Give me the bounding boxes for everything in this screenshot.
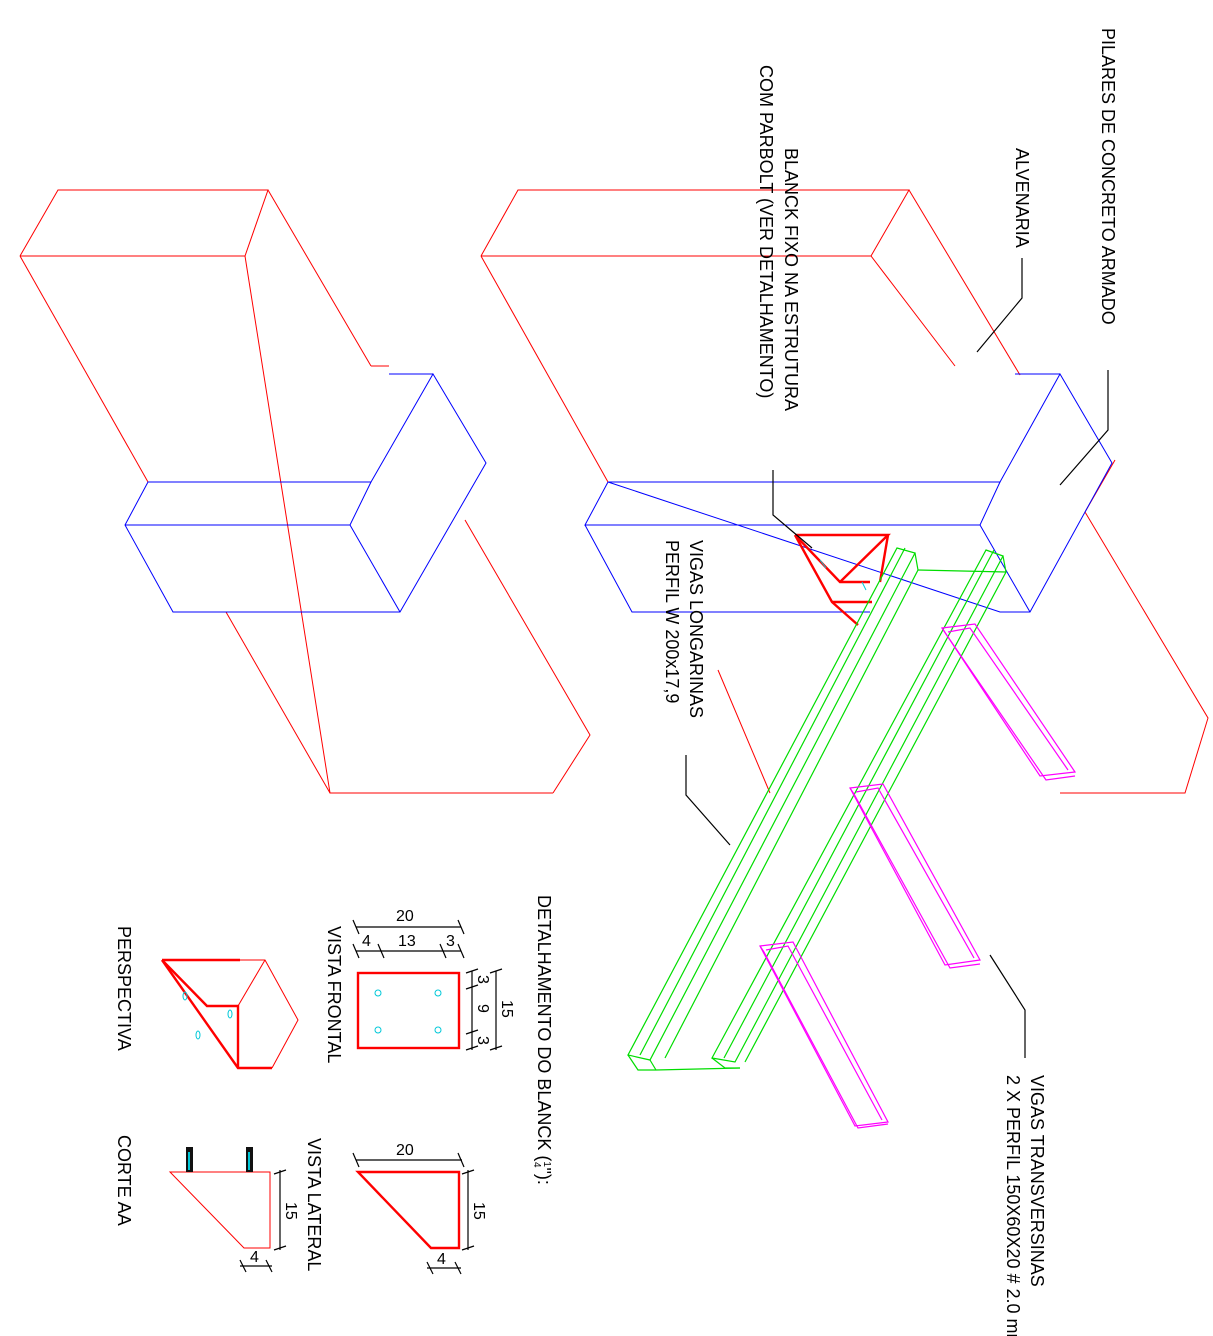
detail-title-suffix: "): — [534, 1168, 554, 1185]
dim-frontal-height-total: 15 — [498, 1000, 515, 1018]
transversina-beam-3 — [759, 941, 889, 1129]
right-masonry-wall — [480, 189, 1209, 794]
label-transversinas-line2: 2 X PERFIL 150X60X20 # 2.0 mm — [1003, 1075, 1023, 1336]
dim-frontal-width-total: 20 — [396, 908, 414, 925]
detail-title-num: 1 — [541, 1161, 552, 1167]
detail-title-text: DETALHAMENTO DO BLANCK ( — [534, 895, 554, 1161]
label-alvenaria: ALVENARIA — [1012, 148, 1032, 248]
transversina-beam-2 — [849, 783, 981, 969]
detail-vista-frontal — [352, 919, 503, 1051]
leader-transversinas — [989, 954, 1026, 1058]
dim-vista-lateral-base: 4 — [250, 1249, 259, 1266]
transversina-beam-1 — [940, 623, 1077, 781]
dim-frontal-width-b: 13 — [398, 933, 416, 950]
dim-frontal-width-a: 4 — [362, 933, 371, 950]
label-longarinas-line1: VIGAS LONGARINAS — [686, 540, 706, 718]
label-longarinas-line2: PERFIL W 200x17,9 — [662, 540, 682, 703]
label-blanck-line1: BLANCK FIXO NA ESTRUTURA — [781, 148, 801, 411]
leader-blanck — [772, 470, 813, 549]
dim-lateral-top-height: 15 — [470, 1202, 487, 1220]
dim-vista-lateral-height: 15 — [282, 1202, 299, 1220]
label-blanck-line2: COM PARBOLT (VER DETALHAMENTO) — [756, 65, 776, 398]
dim-frontal-width-c: 3 — [446, 933, 455, 950]
dim-lateral-top-base: 4 — [437, 1251, 446, 1268]
label-vista-frontal: VISTA FRONTAL — [324, 926, 344, 1063]
blanck-bracket-3d — [793, 533, 891, 626]
dim-frontal-height-a: 3 — [474, 975, 491, 984]
label-corte-aa: CORTE AA — [114, 1135, 134, 1226]
dim-lateral-top-width: 20 — [396, 1142, 414, 1159]
dim-frontal-height-b: 9 — [474, 1004, 491, 1013]
label-transversinas-line1: VIGAS TRANSVERSINAS — [1027, 1075, 1047, 1287]
detail-title-den: 4 — [531, 1162, 542, 1168]
longarina-beam-2 — [655, 549, 1007, 1071]
left-concrete-column — [124, 373, 487, 613]
detail-lateral-top — [352, 1152, 475, 1275]
leader-alvenaria — [976, 258, 1023, 353]
svg-text:DETALHAMENTO DO BLANCK (14"):: DETALHAMENTO DO BLANCK (14"): — [531, 895, 554, 1185]
parbolt-bolts — [186, 1147, 253, 1172]
detail-title: DETALHAMENTO DO BLANCK (14"): — [531, 895, 554, 1185]
detail-perspectiva — [161, 958, 299, 1070]
label-vista-lateral: VISTA LATERAL — [304, 1138, 324, 1271]
detail-vista-lateral — [168, 1169, 287, 1273]
leader-pilares — [1059, 370, 1109, 486]
left-masonry-wall — [19, 189, 591, 794]
right-concrete-column — [584, 372, 1113, 613]
label-perspectiva: PERSPECTIVA — [114, 926, 134, 1051]
label-pilares: PILARES DE CONCRETO ARMADO — [1098, 28, 1118, 325]
dim-frontal-height-c: 3 — [474, 1036, 491, 1045]
leader-longarinas — [685, 755, 731, 846]
